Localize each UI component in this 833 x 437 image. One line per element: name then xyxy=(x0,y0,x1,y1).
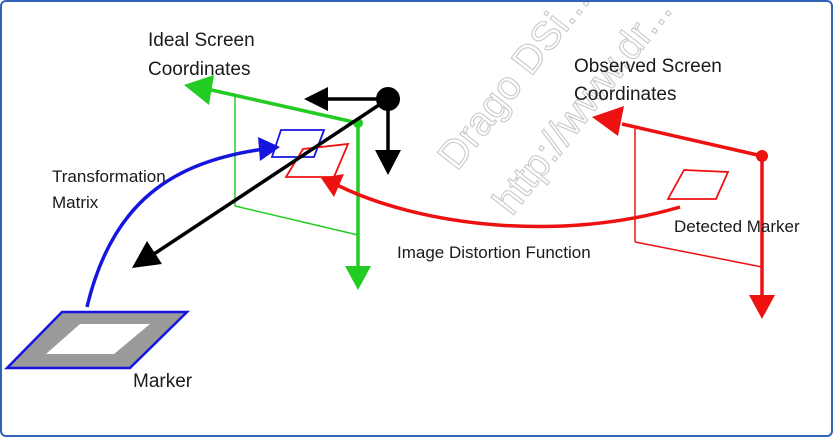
ideal-y-arrowhead xyxy=(345,266,371,290)
ideal-screen-label-line1: Ideal Screen xyxy=(148,30,255,51)
distortion-label: Image Distortion Function xyxy=(397,243,591,262)
detected-marker-quad xyxy=(666,169,730,200)
observed-screen-label-line1: Observed Screen xyxy=(574,56,722,77)
watermark: Drago DSi... http://www.dr... xyxy=(429,2,681,223)
transformation-arrowhead xyxy=(258,137,280,161)
distortion-arrowhead xyxy=(321,174,344,197)
marker-square xyxy=(4,310,191,370)
transformation-label-line2: Matrix xyxy=(52,193,99,212)
marker-label: Marker xyxy=(133,371,193,392)
observed-y-arrowhead xyxy=(749,295,775,319)
camera-z-axis xyxy=(132,97,389,268)
camera-y-arrowhead xyxy=(375,150,401,175)
distortion-arrow xyxy=(321,174,681,229)
ideal-x-arrowhead xyxy=(184,75,214,105)
transformation-arrow xyxy=(85,137,280,308)
observed-screen-plane xyxy=(592,106,775,319)
detected-marker-label: Detected Marker xyxy=(674,217,800,236)
observed-screen-label-line2: Coordinates xyxy=(574,84,676,105)
ideal-marker-quad-blue xyxy=(270,129,326,158)
ideal-screen-plane xyxy=(184,75,371,290)
camera-z-arrowhead xyxy=(132,241,162,268)
observed-x-arrowhead xyxy=(592,106,624,136)
camera-x-arrowhead xyxy=(304,87,328,111)
ideal-screen-label-line2: Coordinates xyxy=(148,59,250,80)
transformation-label-line1: Transformation xyxy=(52,167,166,186)
observed-origin-dot xyxy=(756,150,768,162)
